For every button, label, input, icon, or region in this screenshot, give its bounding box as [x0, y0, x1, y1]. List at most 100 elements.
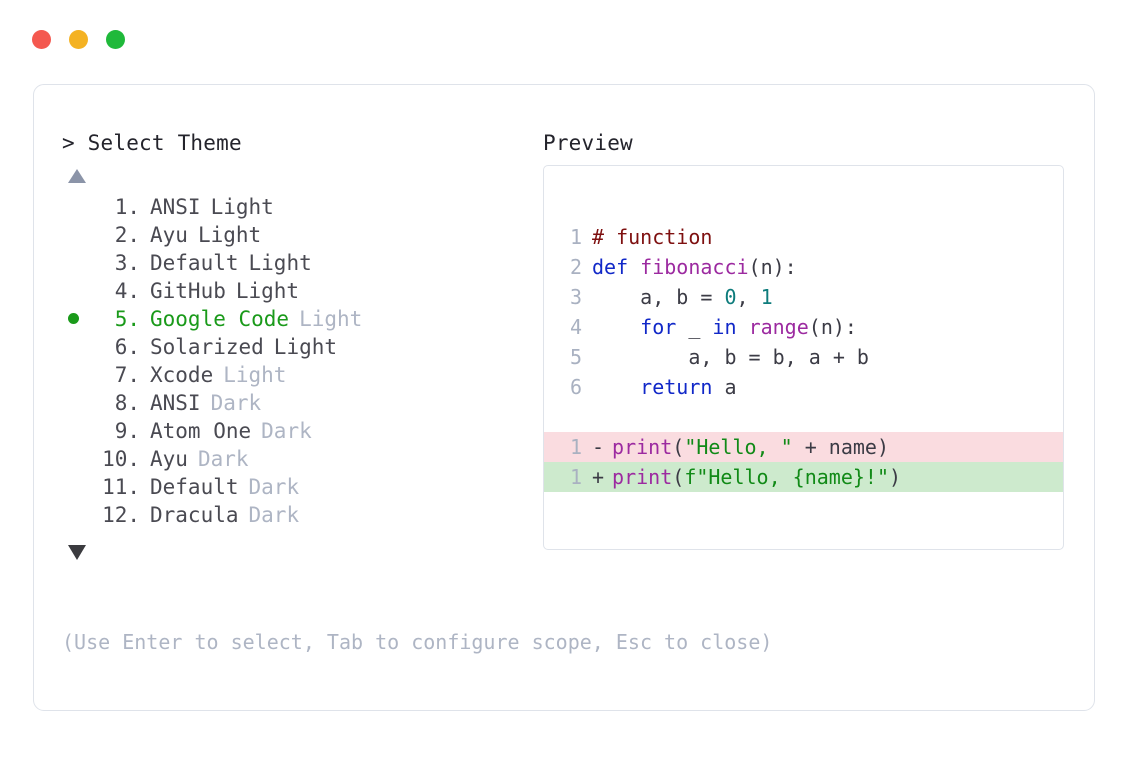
code-token-punct: (n): — [748, 255, 797, 279]
code-token-kw: in — [712, 315, 737, 339]
theme-list-item[interactable]: 8. ANSI Dark — [62, 389, 540, 417]
theme-item-index: 3. — [114, 251, 140, 275]
code-token-fn: print — [612, 465, 673, 489]
code-line: 3 a, b = 0, 1 — [544, 282, 1063, 312]
theme-item-index: 12. — [102, 503, 140, 527]
theme-item-name: ANSI — [150, 391, 201, 415]
diff-line-removed: 1-print("Hello, " + name) — [544, 432, 1063, 462]
theme-list-item[interactable]: 10. Ayu Dark — [62, 445, 540, 473]
theme-item-name: Ayu — [150, 223, 188, 247]
keyboard-hint: (Use Enter to select, Tab to configure s… — [62, 630, 773, 654]
theme-item-name: Default — [150, 251, 239, 275]
code-token-num: 0 — [724, 285, 737, 309]
theme-item-variant: Light — [210, 195, 274, 219]
theme-item-variant: Dark — [248, 475, 300, 499]
theme-item-index: 8. — [114, 391, 140, 415]
theme-list-item[interactable]: 3. Default Light — [62, 249, 540, 277]
theme-list-item[interactable]: 5. Google Code Light — [62, 305, 540, 333]
code-line-text: a, b = 0, 1 — [592, 282, 773, 312]
code-token-plain — [737, 315, 749, 339]
code-token-kw: return — [640, 375, 713, 399]
theme-item-index: 1. — [114, 195, 140, 219]
code-line-number: 1 — [569, 225, 582, 249]
code-token-kw: def — [592, 255, 641, 279]
diff-line-added: 1+print(f"Hello, {name}!") — [544, 462, 1063, 492]
minimize-window-dot[interactable] — [69, 30, 88, 49]
code-line-number: 6 — [569, 375, 582, 399]
code-token-fn: fibonacci — [640, 255, 749, 279]
code-token-punct: (n): — [808, 315, 857, 339]
theme-item-index: 7. — [114, 363, 140, 387]
close-window-dot[interactable] — [32, 30, 51, 49]
code-token-punct: ( — [672, 465, 685, 489]
theme-item-variant: Dark — [197, 447, 249, 471]
theme-item-name: Dracula — [150, 503, 239, 527]
theme-item-name: Ayu — [150, 447, 188, 471]
code-line: 5 a, b = b, a + b — [544, 342, 1063, 372]
code-line-text: # function — [592, 222, 712, 252]
code-token-fn: print — [612, 435, 673, 459]
theme-item-variant: Dark — [210, 391, 262, 415]
code-token-plain: _ — [676, 315, 713, 339]
code-token-plain — [592, 375, 640, 399]
theme-list-item[interactable]: 9. Atom One Dark — [62, 417, 540, 445]
preview-title: Preview — [543, 131, 633, 155]
theme-item-index: 4. — [114, 279, 140, 303]
code-line-text: def fibonacci(n): — [592, 252, 797, 282]
code-token-plain: , — [736, 285, 761, 309]
code-token-plain: a, b = b, a + b — [592, 345, 869, 369]
code-line-text: return a — [592, 372, 737, 402]
theme-item-name: Google Code — [150, 307, 290, 331]
code-line: 6 return a — [544, 372, 1063, 402]
theme-item-name: Atom One — [150, 419, 252, 443]
theme-item-variant: Light — [248, 251, 312, 275]
theme-item-index: 10. — [102, 447, 140, 471]
diff-marker: + — [592, 465, 605, 489]
code-line: 4 for _ in range(n): — [544, 312, 1063, 342]
theme-item-index: 2. — [114, 223, 140, 247]
code-token-plain: a — [712, 375, 737, 399]
code-token-str: "Hello, " — [684, 435, 793, 459]
theme-item-variant: Dark — [261, 419, 312, 443]
code-token-comment: # function — [592, 225, 713, 249]
theme-item-name: ANSI — [150, 195, 201, 219]
diff-block: 1-print("Hello, " + name)1+print(f"Hello… — [544, 432, 1063, 492]
maximize-window-dot[interactable] — [106, 30, 125, 49]
code-token-kw: for — [640, 315, 677, 339]
code-token-punct: ( — [672, 435, 685, 459]
theme-item-index: 9. — [114, 419, 140, 443]
code-line-text: for _ in range(n): — [592, 312, 857, 342]
theme-item-index: 5. — [114, 307, 140, 331]
code-token-num: 1 — [760, 285, 773, 309]
theme-item-index: 6. — [114, 335, 140, 359]
theme-list-item[interactable]: 2. Ayu Light — [62, 221, 540, 249]
code-token-plain: + name) — [792, 435, 890, 459]
theme-list-item[interactable]: 7. Xcode Light — [62, 361, 540, 389]
code-line: 1 # function — [544, 222, 1063, 252]
theme-item-variant: Light — [223, 363, 287, 387]
code-token-plain — [592, 315, 640, 339]
theme-item-variant: Light — [197, 223, 262, 247]
scroll-down-arrow-icon[interactable] — [68, 545, 86, 560]
code-token-punct: ) — [889, 465, 902, 489]
theme-item-variant: Light — [235, 279, 300, 303]
code-line-text: a, b = b, a + b — [592, 342, 869, 372]
code-token-plain: a, b = — [592, 285, 725, 309]
diff-marker: - — [592, 435, 605, 459]
theme-item-name: Xcode — [150, 363, 214, 387]
scroll-up-arrow-icon[interactable] — [68, 169, 86, 183]
theme-item-variant: Light — [299, 307, 363, 331]
theme-list-item[interactable]: 1. ANSI Light — [62, 193, 540, 221]
code-token-fn: range — [748, 315, 809, 339]
